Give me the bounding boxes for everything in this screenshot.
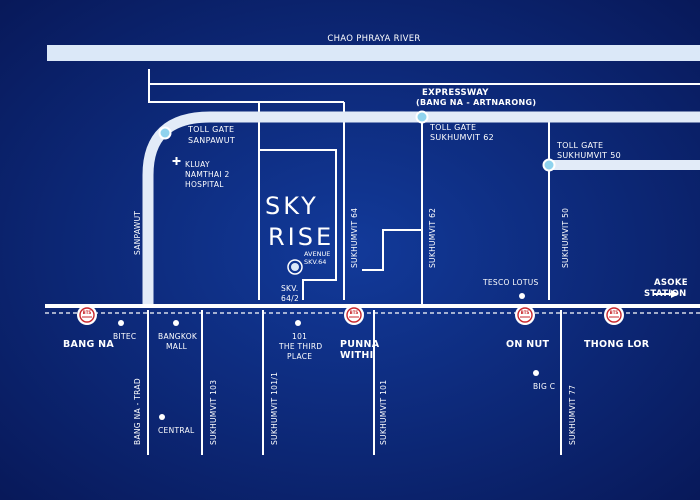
local-roads [147, 69, 700, 455]
svg-text:BTS: BTS [350, 310, 359, 315]
station-label: WITHI [340, 350, 373, 361]
logo-skv: SKV.64 [304, 258, 326, 266]
expressway-label: EXPRESSWAY [422, 88, 489, 98]
connector-road [362, 229, 422, 271]
location-target-icon [287, 259, 303, 275]
third-place-label: PLACE [287, 352, 312, 361]
central-label: CENTRAL [158, 426, 195, 435]
tesco-lotus-marker [519, 293, 525, 299]
bitec-marker [118, 320, 124, 326]
third-place-label: THE THIRD [278, 342, 322, 351]
big-c-label: BIG C [533, 382, 555, 391]
hospital-label: NAMTHAI 2 [185, 170, 230, 179]
toll-gate-label: TOLL GATE [187, 125, 234, 134]
arrow-right-icon [654, 290, 679, 298]
toll-gate-marker [158, 126, 172, 140]
toll-gate-marker [415, 110, 429, 124]
bangkok-mall-label: BANGKOK [158, 332, 198, 341]
svg-text:BTS: BTS [83, 310, 92, 315]
bangkok-mall-marker [173, 320, 179, 326]
tesco-lotus-label: TESCO LOTUS [482, 278, 539, 287]
station-bang-na: BTS [77, 305, 97, 325]
toll-gate-label: SANPAWUT [188, 136, 235, 145]
toll-gate-marker [542, 158, 556, 172]
road-label-sanpawut: SANPAWUT [133, 211, 142, 255]
svg-text:BTS: BTS [521, 310, 530, 315]
svg-text:BTS: BTS [610, 310, 619, 315]
project-logo: SKY RISE AVENUE SKV.64 [265, 192, 334, 266]
station-label: THONG LOR [584, 339, 650, 350]
third-place-label: 101 [292, 332, 307, 341]
road-label-sukhumvit-103: SUKHUMVIT 103 [209, 380, 218, 445]
station-punna-withi: BTS [344, 305, 364, 325]
hospital-label: HOSPITAL [185, 180, 224, 189]
toll-gate-label: SUKHUMVIT 50 [557, 151, 621, 160]
hospital-label: KLUAY [185, 160, 210, 169]
hospital-cross-icon [172, 157, 181, 165]
toll-gate-label: TOLL GATE [429, 123, 476, 132]
road-label-sukhumvit-50: SUKHUMVIT 50 [561, 208, 570, 268]
logo-avenue: AVENUE [304, 250, 330, 258]
logo-rise: RISE [268, 223, 334, 251]
river-label: CHAO PHRAYA RIVER [327, 34, 420, 44]
station-label: ON NUT [506, 339, 549, 350]
project-block [258, 102, 337, 300]
bangkok-mall-label: MALL [166, 342, 188, 351]
toll-gate-label: SUKHUMVIT 62 [430, 133, 494, 142]
road-label-sukhumvit-64: SUKHUMVIT 64 [350, 208, 359, 268]
top-frontage-road [148, 69, 344, 103]
road-label-skv-64-2: SKV. [281, 284, 298, 293]
chao-phraya-river [47, 45, 700, 61]
central-marker [159, 414, 165, 420]
expressway-sub-label: (BANG NA - ARTNARONG) [416, 98, 536, 107]
big-c-marker [533, 370, 539, 376]
station-label: BANG NA [63, 339, 114, 350]
station-on-nut: BTS [515, 305, 535, 325]
road-label-bang-na-trad: BANG NA - TRAD [133, 378, 142, 445]
station-thong-lor: BTS [604, 305, 624, 325]
road-label-sukhumvit-62: SUKHUMVIT 62 [428, 208, 437, 268]
road-label-skv-64-2: 64/2 [281, 294, 299, 303]
asoke-label: ASOKE [654, 278, 688, 288]
station-label: PUNNA [340, 339, 380, 350]
road-label-sukhumvit-101: SUKHUMVIT 101 [379, 380, 388, 445]
third-place-marker [295, 320, 301, 326]
road-label-sukhumvit-101-1: SUKHUMVIT 101/1 [270, 372, 279, 445]
road-label-sukhumvit-77: SUKHUMVIT 77 [568, 385, 577, 445]
toll-gate-label: TOLL GATE [556, 141, 603, 150]
bitec-label: BITEC [113, 332, 136, 341]
logo-sky: SKY [265, 192, 319, 220]
